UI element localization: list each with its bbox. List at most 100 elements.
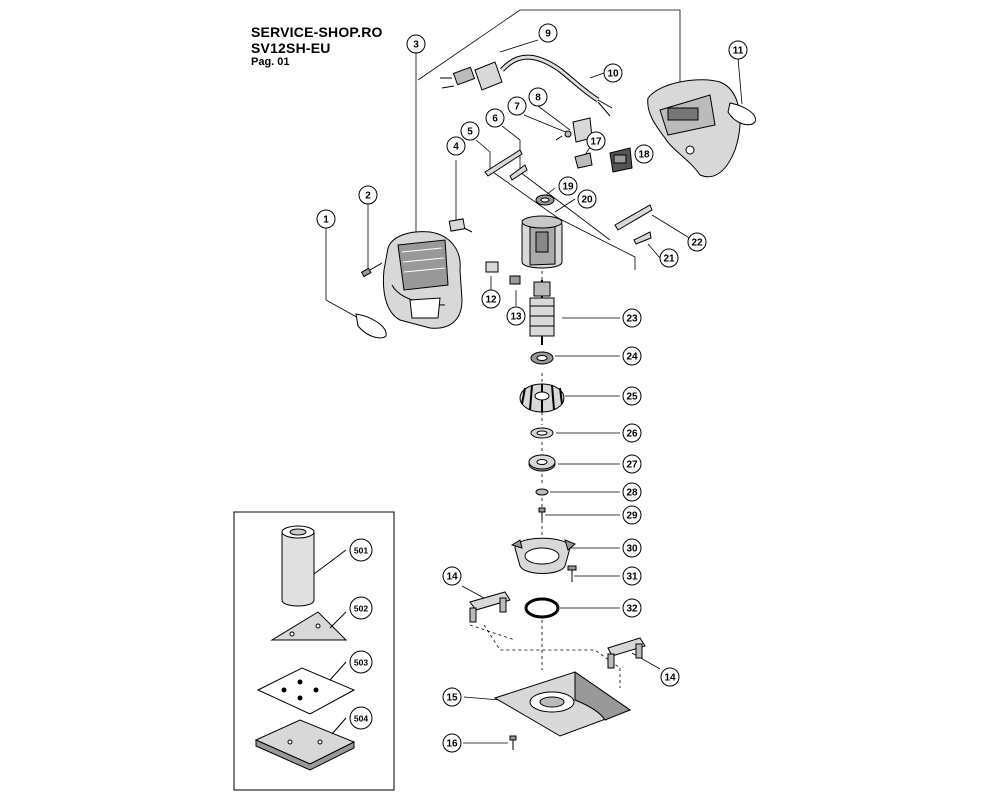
callout-circle [622,566,642,586]
sanding-base-part [493,671,632,737]
callout-circle [728,40,748,60]
washer-28-part [535,488,549,496]
carbon-brush-part [448,218,473,233]
part-number-label: 502 [354,604,368,614]
part-number-label: 12 [485,295,497,306]
callout-circle [528,87,548,107]
part-number-label: 17 [590,137,602,148]
part-number-label: 26 [626,429,638,440]
part-number-label: 19 [562,182,574,193]
callout-circle [481,289,501,309]
part-number-label: 20 [581,195,593,206]
callout-circle [349,706,373,730]
callout-circle [406,34,426,54]
part-number-label: 11 [733,46,744,57]
callout-circle [660,667,680,687]
shop-name: SERVICE-SHOP.RO [251,24,383,40]
part-number-label: 27 [626,460,638,471]
part-number-label: 30 [626,544,638,555]
callout-circle [507,96,527,116]
housing-part [382,231,463,329]
screw-16-part [509,735,517,750]
part-number-label: 25 [626,392,638,403]
part-number-label: 23 [626,314,638,325]
callout-circle [586,131,606,151]
part-number-label: 1 [323,215,329,226]
part-number-label: 8 [535,93,541,104]
accessory-503-part [256,661,356,715]
armature-part [529,280,555,345]
seal-ring-part [524,597,560,619]
part-number-label: 14 [664,673,676,684]
part-number-label: 5 [467,127,473,138]
part-number-label: 4 [453,142,459,153]
callout-circle [538,23,558,43]
bearing-housing-part [510,537,576,574]
callout-circle [358,185,378,205]
screw-31-part [567,565,577,582]
callout-circle [659,248,679,268]
fan-part [519,383,565,413]
accessory-box [233,511,395,791]
callout-circle [577,189,597,209]
top-bearing-part [535,194,555,206]
screw-29-part [538,507,546,520]
callout-circle [622,538,642,558]
washer-26-part [530,427,554,439]
bearing-24-part [530,351,554,365]
callout-circle [622,482,642,502]
callout-circle [622,346,642,366]
power-cord-part [440,54,613,117]
callout-circle [442,566,462,586]
part-number-label: 18 [638,150,650,161]
callout-circle [446,136,466,156]
part-number-label: 503 [354,658,368,668]
page-number: Pag. 01 [251,56,290,68]
part-number-label: 7 [514,102,520,113]
callout-circle [316,209,336,229]
part-number-label: 16 [446,739,458,750]
handle-cover-part [647,79,756,178]
part-number-label: 14 [446,572,458,583]
callout-circle [460,121,480,141]
callout-circle [558,176,578,196]
part-number-label: 28 [626,488,638,499]
callout-circle [349,538,373,562]
terminal-parts [485,261,521,285]
part-number-label: 9 [545,29,551,40]
accessory-501-part [281,525,347,607]
callout-circle [634,144,654,164]
callout-circle [622,505,642,525]
stator-part [521,215,563,269]
callout-circle [485,108,505,128]
switch-part [574,147,633,173]
part-number-label: 21 [663,254,675,265]
callout-circle [442,733,462,753]
callout-circle [603,63,623,83]
part-number-label: 22 [691,238,703,249]
callout-circle [687,232,707,252]
callout-circle [622,386,642,406]
bearing-27-part [528,454,556,472]
part-number-label: 501 [354,546,368,556]
brush-holder-parts [484,149,653,245]
part-number-label: 32 [626,604,638,615]
callout-circle [442,687,462,707]
callout-circle [622,454,642,474]
part-number-label: 29 [626,511,638,522]
callout-circle [622,598,642,618]
model-number: SV12SH-EU [251,40,331,56]
part-number-label: 31 [626,572,638,583]
part-number-label: 2 [365,191,371,202]
callout-circle [622,423,642,443]
callout-circle [349,650,373,674]
accessory-502-part [270,611,348,641]
part-number-label: 13 [510,312,522,323]
part-number-label: 24 [626,352,638,363]
screw-2-part [360,262,383,278]
callout-circle [349,596,373,620]
part-number-label: 504 [354,714,368,724]
accessory-504-part [254,717,356,771]
